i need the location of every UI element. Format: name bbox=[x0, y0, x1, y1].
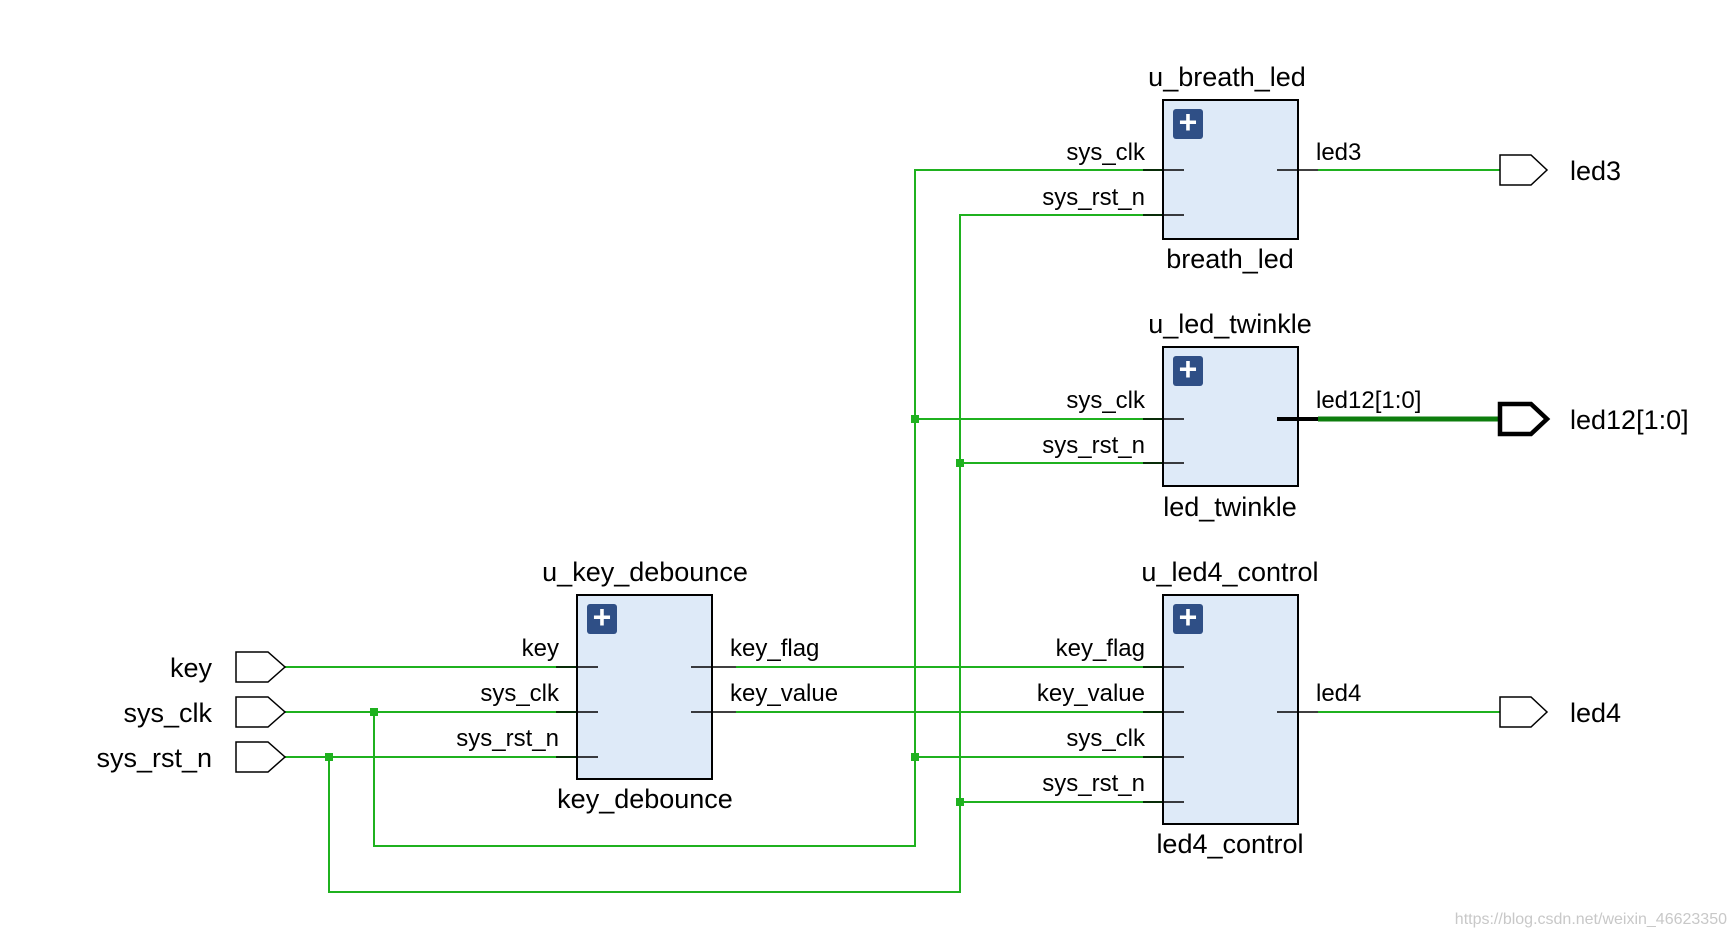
expand-button[interactable] bbox=[1173, 356, 1203, 386]
module-name: led_twinkle bbox=[1163, 492, 1297, 522]
pin-label-sys-clk: sys_clk bbox=[1066, 139, 1146, 166]
pin-label-sys-rst-n: sys_rst_n bbox=[1042, 770, 1145, 797]
top-output-ports: led3 led12[1:0] led4 bbox=[1497, 154, 1689, 728]
instance-name: u_key_debounce bbox=[542, 557, 748, 587]
top-port-led4[interactable]: led4 bbox=[1499, 696, 1621, 728]
pin-label-key: key bbox=[522, 635, 559, 662]
input-port-icon bbox=[235, 651, 287, 683]
input-port-icon bbox=[235, 696, 287, 728]
pin-label-sys-clk: sys_clk bbox=[480, 680, 560, 707]
pin-label-key-flag: key_flag bbox=[730, 635, 819, 662]
output-port-icon bbox=[1499, 154, 1549, 186]
block-key-debounce[interactable]: u_key_debounce + key sys_clk sys_rst_n k… bbox=[456, 557, 838, 814]
top-input-ports: key sys_clk sys_rst_n bbox=[96, 651, 287, 773]
watermark: https://blog.csdn.net/weixin_46623350 bbox=[1455, 911, 1727, 928]
plus-icon: + bbox=[1179, 351, 1198, 387]
junction-dot bbox=[325, 753, 333, 761]
junction-dot bbox=[956, 459, 964, 467]
junction-dot bbox=[370, 708, 378, 716]
top-port-label: led4 bbox=[1570, 698, 1621, 728]
block-led-twinkle[interactable]: u_led_twinkle + sys_clk sys_rst_n led12[… bbox=[1042, 309, 1421, 522]
module-name: led4_control bbox=[1156, 829, 1303, 859]
pin-label-led12: led12[1:0] bbox=[1316, 387, 1421, 414]
expand-button[interactable] bbox=[1173, 604, 1203, 634]
top-port-label: led12[1:0] bbox=[1570, 405, 1689, 435]
top-port-key[interactable]: key bbox=[170, 651, 287, 683]
module-name: breath_led bbox=[1166, 244, 1294, 274]
junction-dot bbox=[911, 415, 919, 423]
pin-label-sys-clk: sys_clk bbox=[1066, 387, 1146, 414]
top-port-led12[interactable]: led12[1:0] bbox=[1497, 401, 1689, 437]
pin-label-key-value: key_value bbox=[730, 680, 838, 707]
junction-dot bbox=[911, 753, 919, 761]
pin-label-key-value: key_value bbox=[1037, 680, 1145, 707]
plus-icon: + bbox=[593, 599, 612, 635]
pin-label-sys-rst-n: sys_rst_n bbox=[456, 725, 559, 752]
instance-name: u_led4_control bbox=[1141, 557, 1318, 587]
output-port-icon bbox=[1499, 696, 1549, 728]
block-breath-led[interactable]: u_breath_led + sys_clk sys_rst_n led3 br… bbox=[1042, 62, 1361, 274]
plus-icon: + bbox=[1179, 104, 1198, 140]
junction-dot bbox=[956, 798, 964, 806]
pin-label-sys-rst-n: sys_rst_n bbox=[1042, 184, 1145, 211]
output-bus-port-icon bbox=[1497, 401, 1551, 437]
top-port-led3[interactable]: led3 bbox=[1499, 154, 1621, 186]
top-port-label: sys_clk bbox=[123, 698, 212, 728]
plus-icon: + bbox=[1179, 599, 1198, 635]
top-port-sys-clk[interactable]: sys_clk bbox=[123, 696, 287, 728]
nets bbox=[285, 169, 1500, 893]
top-port-label: sys_rst_n bbox=[96, 743, 212, 773]
net-sys-clk[interactable] bbox=[285, 169, 1163, 847]
pin-label-led4: led4 bbox=[1316, 680, 1361, 707]
pin-label-key-flag: key_flag bbox=[1056, 635, 1145, 662]
expand-button[interactable] bbox=[587, 604, 617, 634]
top-port-sys-rst-n[interactable]: sys_rst_n bbox=[96, 741, 287, 773]
input-port-icon bbox=[235, 741, 287, 773]
junctions bbox=[325, 415, 964, 806]
instance-name: u_led_twinkle bbox=[1148, 309, 1312, 339]
pin-label-led3: led3 bbox=[1316, 139, 1361, 166]
module-name: key_debounce bbox=[557, 784, 733, 814]
pin-label-sys-rst-n: sys_rst_n bbox=[1042, 432, 1145, 459]
pin-label-sys-clk: sys_clk bbox=[1066, 725, 1146, 752]
top-port-label: key bbox=[170, 653, 213, 683]
net-sys-rst-n[interactable] bbox=[285, 214, 1163, 893]
block-body[interactable] bbox=[1162, 346, 1299, 487]
expand-button[interactable] bbox=[1173, 109, 1203, 139]
instance-name: u_breath_led bbox=[1148, 62, 1306, 92]
block-led4-control[interactable]: u_led4_control + key_flag key_value sys_… bbox=[1037, 557, 1361, 859]
top-port-label: led3 bbox=[1570, 156, 1621, 186]
